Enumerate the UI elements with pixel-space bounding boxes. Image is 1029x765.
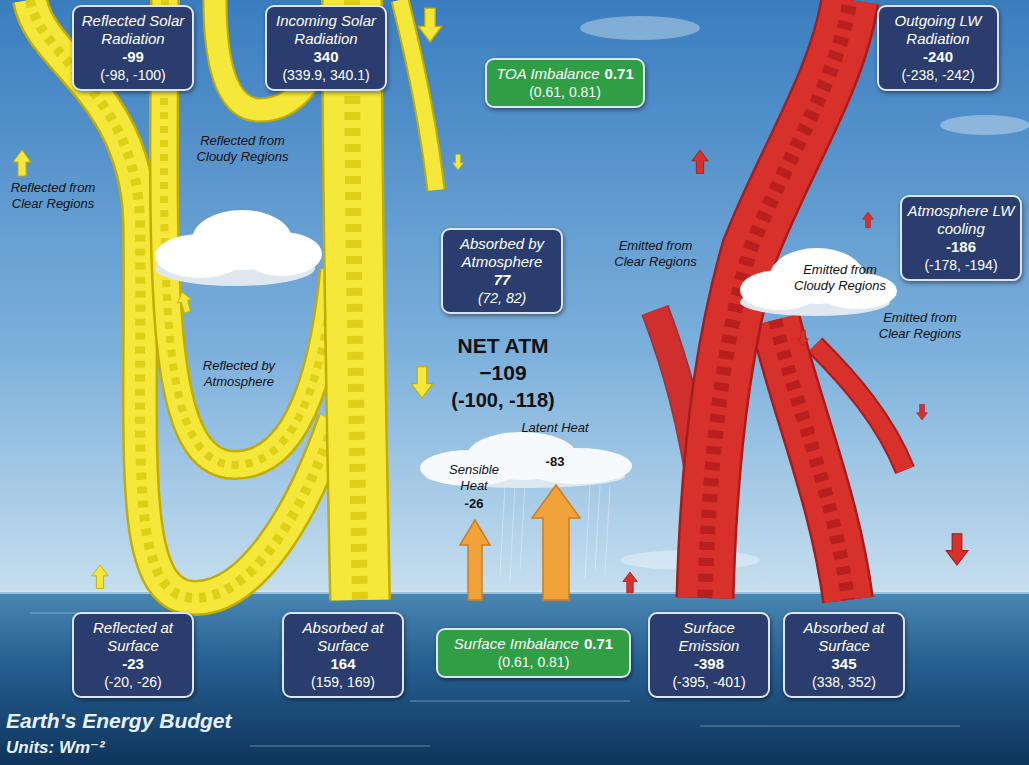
- flux-label: Sensible Heat: [436, 462, 512, 493]
- cloud: [155, 210, 322, 286]
- cloud-part: [242, 232, 322, 276]
- flux-value: -23: [78, 655, 188, 673]
- flux-value: 164: [288, 655, 398, 673]
- flux-box: Reflected at Surface-23(-20, -26): [72, 612, 194, 698]
- faint-cloud: [940, 115, 1029, 135]
- rain-streak: [520, 485, 525, 570]
- flux-range: (338, 352): [789, 674, 899, 691]
- imbalance-box: TOA Imbalance 0.71 (0.61, 0.81): [485, 58, 645, 108]
- solar-arrows: [13, 8, 463, 588]
- longwave-band-texture: [775, 320, 848, 600]
- rain-streak: [605, 485, 610, 575]
- cloud: [420, 432, 632, 488]
- rain-streak: [500, 485, 505, 575]
- flux-name: Incoming Solar Radiation: [271, 12, 381, 47]
- flux-name: Absorbed at Surface: [288, 619, 398, 654]
- band-label: Reflected from Clear Regions: [3, 180, 103, 211]
- down-arrow: [798, 330, 809, 346]
- flux-label: Latent Heat: [518, 420, 592, 436]
- flux-name: Surface Emission: [654, 619, 764, 654]
- band-label: Emitted from Clear Regions: [603, 238, 708, 269]
- units-note: Units: Wm⁻²: [6, 738, 236, 758]
- sea-glint: [410, 700, 630, 702]
- down-arrow: [411, 367, 433, 398]
- flux-value: -240: [883, 48, 993, 66]
- flux-box: Absorbed at Surface345(338, 352): [783, 612, 905, 698]
- flux-value: 340: [271, 48, 381, 66]
- flux-name: Absorbed at Surface: [789, 619, 899, 654]
- cloud-part: [522, 448, 632, 484]
- band-label: Reflected from Cloudy Regions: [185, 133, 300, 164]
- down-arrow: [946, 534, 968, 565]
- flux-range: (159, 169): [288, 674, 398, 691]
- flux-value: -99: [78, 48, 188, 66]
- diagram-title: Earth's Energy Budget: [6, 708, 306, 733]
- rain-streak: [585, 485, 590, 578]
- flux-box: Absorbed at Surface164(159, 169): [282, 612, 404, 698]
- flux-range: (-178, -194): [906, 257, 1016, 274]
- flux-box: Surface Emission-398(-395, -401): [648, 612, 770, 698]
- down-arrow: [917, 404, 928, 420]
- flux-value: -186: [906, 238, 1016, 256]
- down-arrow: [453, 154, 464, 170]
- flux-name: Outgoing LW Radiation: [883, 12, 993, 47]
- longwave-bands: [655, 0, 905, 600]
- flux-value: -83: [518, 454, 592, 470]
- sensible-heat-arrow: [460, 520, 490, 600]
- up-arrow: [92, 565, 108, 588]
- flux-range: (-20, -26): [78, 674, 188, 691]
- flux-value: 0.71: [605, 65, 634, 82]
- sea-glint: [250, 745, 430, 747]
- ocean: [0, 592, 1029, 765]
- flux-value: -26: [436, 496, 512, 512]
- flux-range: (-395, -401): [654, 674, 764, 691]
- flux-value: 345: [789, 655, 899, 673]
- flux-range: (-98, -100): [78, 67, 188, 84]
- faint-cloud: [580, 16, 700, 40]
- band-label: Reflected by Atmosphere: [193, 358, 285, 389]
- up-arrow: [175, 290, 194, 314]
- solar-bands: [30, 0, 436, 600]
- band-label: Emitted from Cloudy Regions: [786, 262, 894, 293]
- flux-name: Atmosphere LW cooling: [906, 202, 1016, 237]
- flux-box: Outgoing LW Radiation-240(-238, -242): [877, 5, 999, 91]
- cloud: [740, 248, 897, 316]
- net-value: −109: [428, 360, 578, 385]
- sea-glint: [700, 725, 960, 727]
- imbalance-box: Surface Imbalance 0.71 (0.61, 0.81): [436, 628, 631, 678]
- rain-streak: [595, 485, 600, 570]
- longwave-band-edge: [775, 320, 848, 600]
- flux-name: Absorbed by Atmosphere: [447, 235, 557, 270]
- flux-name: Surface Imbalance: [454, 635, 579, 652]
- flux-range: (339.9, 340.1): [271, 67, 381, 84]
- up-arrow: [623, 572, 637, 593]
- longwave-band: [775, 320, 848, 600]
- band-label: Emitted from Clear Regions: [866, 310, 974, 341]
- flux-value: 0.71: [584, 635, 613, 652]
- flux-range: (0.61, 0.81): [444, 654, 623, 671]
- flux-range: (0.61, 0.81): [493, 84, 637, 101]
- flux-value: -398: [654, 655, 764, 673]
- flux-box: Reflected Solar Radiation-99(-98, -100): [72, 5, 194, 91]
- flux-name: Reflected Solar Radiation: [78, 12, 188, 47]
- up-arrow: [692, 150, 708, 173]
- flux-range: (-238, -242): [883, 67, 993, 84]
- net-range: (-100, -118): [428, 388, 578, 412]
- flux-value: 77: [447, 271, 557, 289]
- flux-name: Reflected at Surface: [78, 619, 188, 654]
- flux-box: Absorbed by Atmosphere77(72, 82): [441, 228, 563, 314]
- up-arrow: [863, 212, 874, 228]
- down-arrow: [418, 8, 441, 42]
- flux-range: (72, 82): [447, 290, 557, 307]
- rain-streak: [510, 485, 515, 580]
- up-arrow: [13, 150, 31, 176]
- latent-heat-arrow: [532, 485, 580, 600]
- net-label: NET ATM: [428, 333, 578, 358]
- flux-box: Atmosphere LW cooling-186(-178, -194): [900, 195, 1022, 281]
- flux-name: TOA Imbalance: [496, 65, 599, 82]
- flux-box: Incoming Solar Radiation340(339.9, 340.1…: [265, 5, 387, 91]
